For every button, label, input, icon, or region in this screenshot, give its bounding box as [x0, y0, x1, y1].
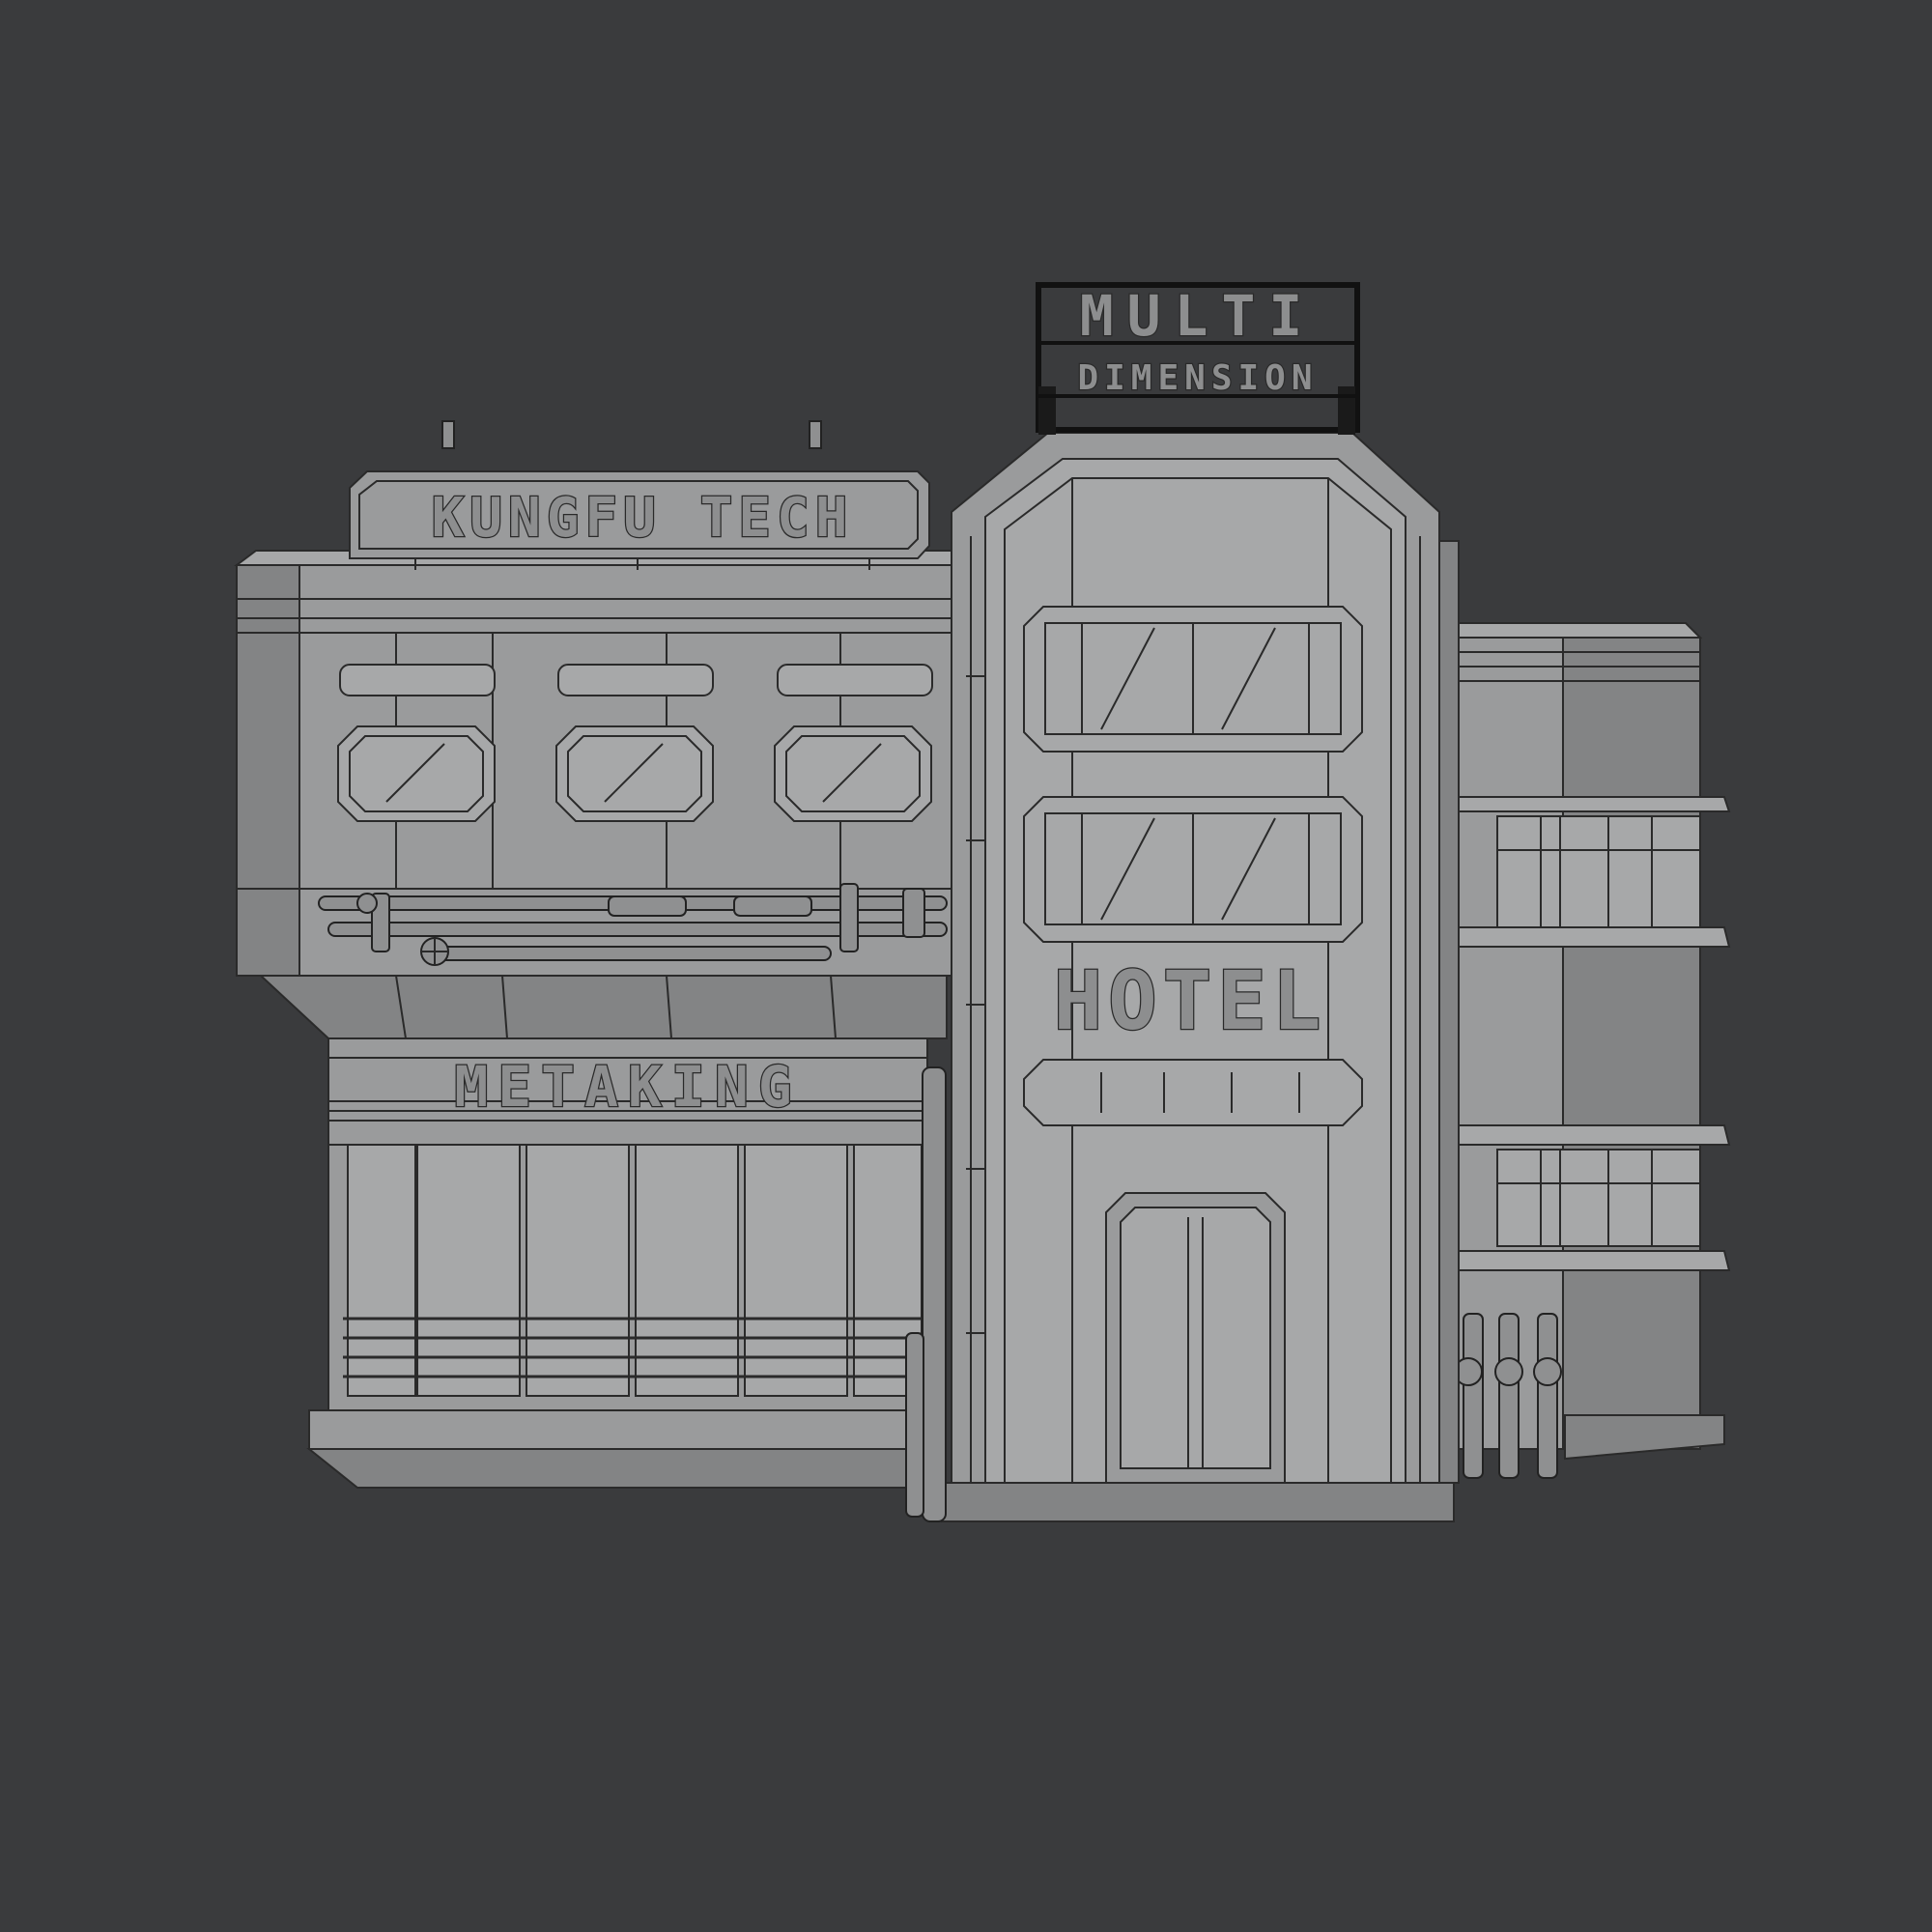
rooftop-sign-line1: MULTI — [1080, 283, 1317, 349]
spotlight-icon — [441, 420, 455, 449]
right-wing — [1454, 622, 1731, 1479]
rooftop-sign-line2: DIMENSION — [1077, 358, 1318, 398]
balcony-lower — [1458, 1124, 1731, 1271]
balcony-upper — [1458, 796, 1731, 948]
hotel-sign: HOTEL — [1054, 953, 1327, 1048]
upper-windows — [337, 725, 932, 822]
storefront-windows — [343, 1144, 923, 1397]
rooftop-sign: MULTI DIMENSION — [1036, 282, 1360, 435]
valve-wheel-icon — [1533, 1357, 1562, 1386]
hotel-door — [1105, 1192, 1286, 1484]
spotlight-icon — [809, 420, 822, 449]
facade-pipes — [318, 883, 948, 966]
ground-pipes — [1454, 1313, 1562, 1479]
slot-windows — [339, 664, 933, 696]
storefront-sign: METAKING — [454, 1054, 801, 1120]
hotel-tower: HOTEL — [905, 432, 1460, 1522]
pipe-valve-icon — [356, 893, 378, 914]
tower-windows — [1023, 606, 1363, 1126]
left-building: METAKING — [234, 420, 952, 1489]
drain-pipe — [905, 1066, 947, 1522]
kungfu-tech-sign: KUNGFU TECH — [432, 487, 854, 550]
valve-wheel-icon — [1494, 1357, 1523, 1386]
